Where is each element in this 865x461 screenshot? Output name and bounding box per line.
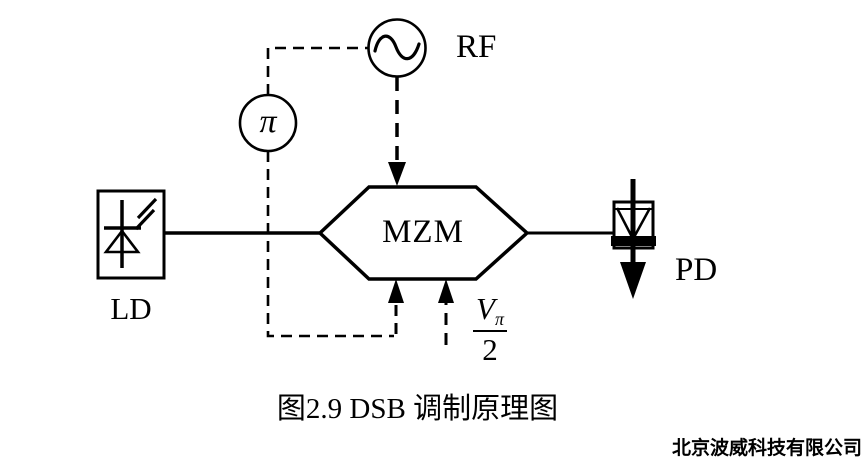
pd-label: PD [675, 252, 718, 288]
rf-label: RF [456, 29, 497, 65]
pi-to-rf-dashed-link [266, 46, 368, 95]
ld-laser-icon [96, 189, 166, 280]
ld-label: LD [110, 291, 152, 326]
pi-phase-shifter-icon [238, 93, 298, 153]
figure-caption: 图2.9 DSB 调制原理图 [276, 393, 559, 425]
mzm-label: MZM [382, 214, 464, 250]
pi-feedback-dashed-path [266, 151, 394, 338]
feedback-arrow-icon [388, 279, 404, 334]
company-watermark: 北京波威科技有限公司 [671, 437, 862, 459]
vpi-denominator: 2 [482, 332, 498, 367]
pd-output-arrow-icon [620, 262, 646, 299]
vpi-numerator: Vπ [473, 291, 507, 332]
pd-photodiode-icon [611, 179, 656, 299]
bias-arrow-icon [438, 279, 454, 345]
rf-drive-arrow-icon [388, 77, 406, 186]
pi-label: π [259, 103, 277, 140]
vpi-over-2-label: Vπ 2 [462, 291, 518, 367]
rf-source-icon [367, 18, 427, 78]
